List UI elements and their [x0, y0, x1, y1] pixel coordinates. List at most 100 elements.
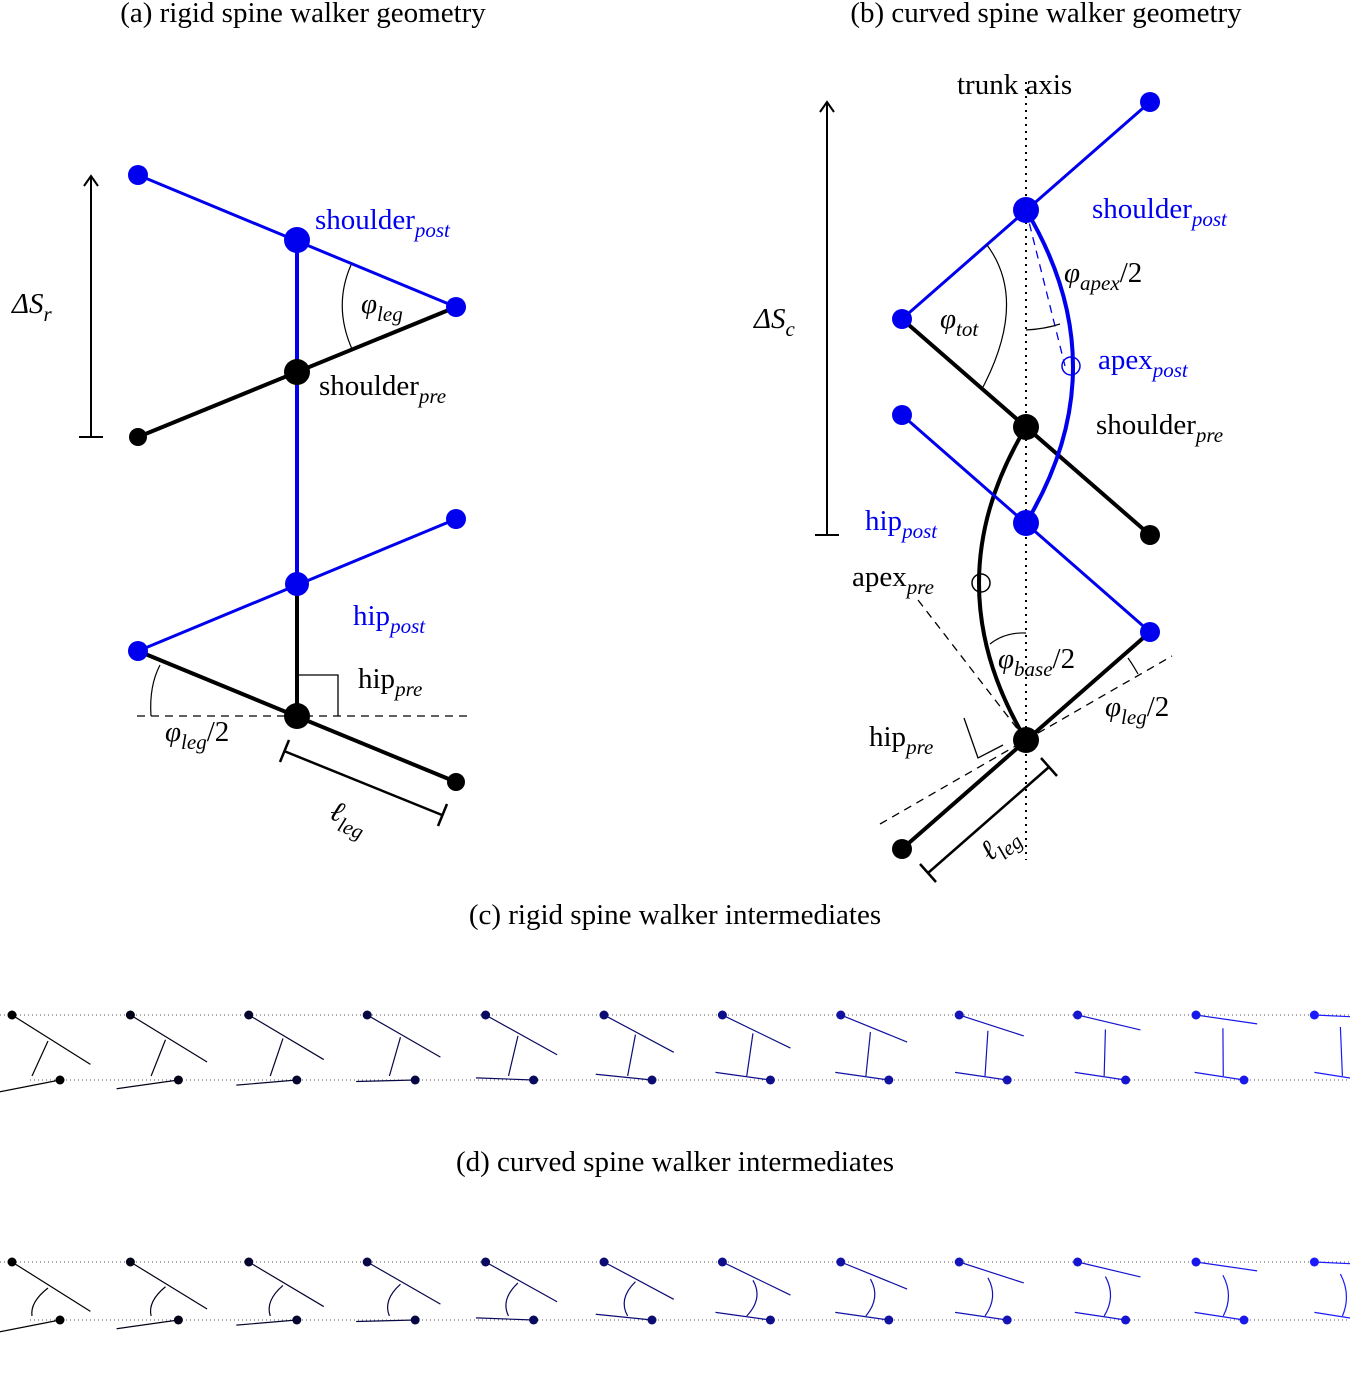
d-hip-foot	[410, 1315, 420, 1325]
c-spine	[507, 1035, 519, 1077]
c-spine	[984, 1030, 989, 1077]
d-spine-curve	[865, 1278, 876, 1317]
d-hip-foot	[292, 1315, 302, 1325]
c-frame-6	[595, 1010, 675, 1085]
phi-apex-arc	[1025, 323, 1061, 331]
c-spine	[627, 1034, 637, 1077]
d-spine-curve	[1339, 1273, 1347, 1317]
d-spine-curve	[31, 1287, 49, 1317]
c-hip-foot	[884, 1075, 894, 1085]
c-frame-8	[835, 1010, 908, 1085]
d-spine-curve	[984, 1277, 994, 1317]
c-frame-3	[236, 1010, 325, 1086]
d-hip-leg	[715, 1311, 771, 1321]
l-leg-tick-left	[278, 739, 291, 763]
d-shoulder-leg	[722, 1261, 791, 1296]
c-spine	[746, 1033, 754, 1077]
d-frame-11	[1191, 1257, 1258, 1325]
d-spine-curve	[149, 1286, 166, 1317]
d-shoulder-foot	[599, 1257, 609, 1267]
d-hip-foot	[1002, 1315, 1012, 1325]
base-tangent-dashed-line	[917, 599, 1027, 741]
c-spine	[269, 1038, 284, 1077]
b-shoulder-pre-right-foot	[1140, 525, 1160, 545]
d-frame-4	[356, 1257, 441, 1325]
c-frame-12	[1309, 1010, 1350, 1079]
d-hip-leg	[356, 1319, 416, 1323]
d-shoulder-leg	[603, 1261, 675, 1300]
d-frame-2	[116, 1257, 208, 1330]
d-hip-foot	[529, 1315, 539, 1325]
hip-post-left-foot	[128, 641, 148, 661]
b-apex-post-label: apexpost	[1098, 344, 1189, 382]
c-shoulder-foot	[954, 1010, 964, 1020]
c-spine	[388, 1037, 402, 1077]
a-hip-post-label: hippost	[353, 600, 426, 638]
c-hip-leg	[1194, 1071, 1245, 1081]
d-shoulder-leg	[959, 1261, 1024, 1284]
panel-d-title: (d) curved spine walker intermediates	[456, 1146, 894, 1178]
d-spine-curve	[746, 1280, 758, 1317]
c-hip-leg	[1074, 1071, 1126, 1081]
panel-b-title: (b) curved spine walker geometry	[850, 0, 1242, 29]
b-shoulder-pre-label: shoulderpre	[1096, 409, 1223, 447]
shared-right-foot	[446, 297, 466, 317]
b-shoulder-pre-joint	[1013, 414, 1039, 440]
d-shoulder-foot	[244, 1257, 254, 1267]
c-shoulder-leg	[248, 1014, 325, 1061]
c-hip-leg	[475, 1077, 534, 1081]
panel-c-intermediates	[0, 1010, 1350, 1093]
d-shoulder-leg	[840, 1261, 908, 1290]
d-shoulder-foot	[7, 1257, 17, 1267]
shoulder-pre-left-foot	[129, 428, 147, 446]
b-spine-post-curve	[1024, 208, 1075, 525]
hip-post-joint	[285, 572, 309, 596]
d-frame-7	[715, 1257, 791, 1325]
c-shoulder-leg	[366, 1014, 441, 1058]
a-hip-pre-label: hippre	[358, 663, 422, 701]
d-hip-leg	[116, 1319, 179, 1330]
b-l-leg-tick-right	[1040, 757, 1058, 777]
c-hip-foot	[292, 1075, 302, 1085]
c-hip-foot	[1239, 1075, 1249, 1085]
c-hip-leg	[954, 1071, 1008, 1081]
d-hip-foot	[1121, 1315, 1131, 1325]
d-frame-1	[0, 1257, 91, 1333]
shoulder-post-joint	[284, 227, 310, 253]
d-shoulder-foot	[717, 1257, 727, 1267]
d-shoulder-leg	[248, 1261, 325, 1308]
c-hip-leg	[0, 1079, 61, 1093]
c-shoulder-foot	[599, 1010, 609, 1020]
b-phi-leg-label: φleg/2	[1105, 691, 1169, 729]
c-frame-9	[954, 1010, 1024, 1085]
c-shoulder-foot	[1309, 1010, 1319, 1020]
c-hip-foot	[529, 1075, 539, 1085]
c-frame-10	[1073, 1010, 1141, 1085]
c-shoulder-leg	[11, 1014, 91, 1065]
d-shoulder-leg	[1314, 1261, 1350, 1265]
a-l-leg-label: ℓleg	[323, 795, 372, 844]
d-hip-leg	[835, 1311, 889, 1321]
phi-leg-arc	[341, 264, 353, 350]
d-shoulder-foot	[836, 1257, 846, 1267]
l-leg-tick-right	[436, 803, 449, 827]
d-hip-leg	[0, 1319, 61, 1333]
apex-post-marker	[1061, 356, 1081, 376]
b-shoulder-post-joint	[1013, 197, 1039, 223]
c-spine	[1103, 1029, 1107, 1077]
c-shoulder-foot	[1191, 1010, 1201, 1020]
c-shoulder-foot	[125, 1010, 135, 1020]
d-spine-curve	[1222, 1274, 1230, 1317]
c-shoulder-foot	[717, 1010, 727, 1020]
b-delta-s-label: ΔSc	[753, 303, 796, 341]
d-spine-curve	[386, 1283, 401, 1317]
c-shoulder-leg	[722, 1014, 791, 1049]
c-hip-foot	[647, 1075, 657, 1085]
a-shoulder-post-label: shoulderpost	[315, 204, 451, 242]
panel-a-title: (a) rigid spine walker geometry	[120, 0, 486, 29]
c-hip-foot	[1002, 1075, 1012, 1085]
b-l-leg-tick-left	[919, 863, 937, 883]
b-right-angle-mark	[963, 717, 1004, 759]
hip-pre-right-foot	[447, 773, 465, 791]
